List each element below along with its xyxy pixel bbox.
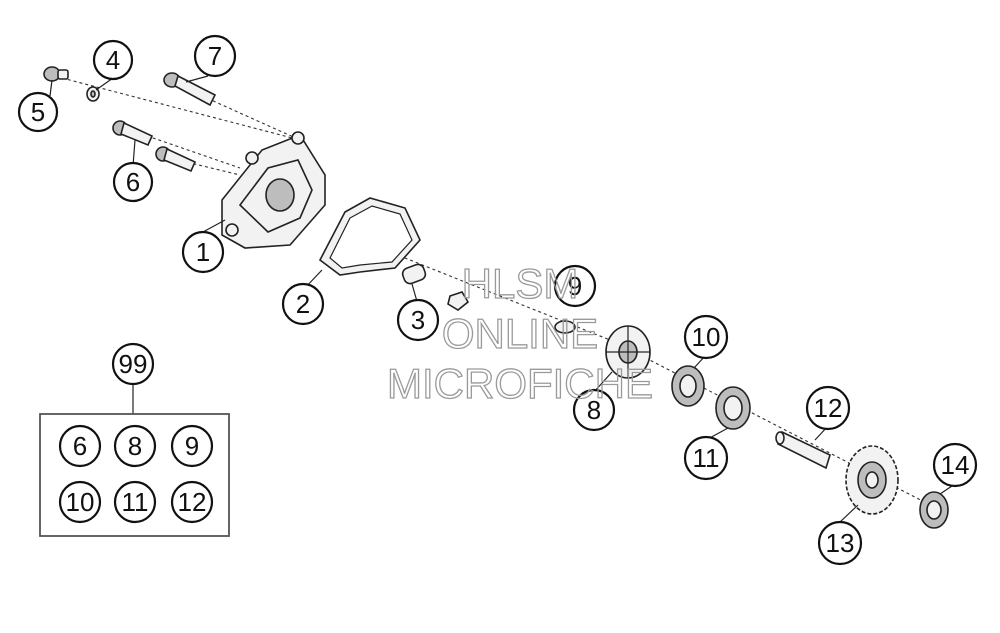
callout-2: 2 — [281, 282, 325, 326]
screw-5 — [43, 66, 69, 82]
watermark-line-2: ONLINE — [442, 310, 598, 357]
svg-text:10: 10 — [692, 322, 721, 352]
washer-9 — [554, 320, 576, 334]
kit-item-6: 6 — [58, 424, 102, 468]
svg-text:5: 5 — [31, 97, 45, 127]
svg-text:6: 6 — [73, 431, 87, 461]
impeller — [605, 325, 651, 379]
callout-14: 14 — [932, 442, 978, 488]
svg-text:99: 99 — [119, 349, 148, 379]
svg-text:4: 4 — [106, 45, 120, 75]
watermark-line-1: HLSM — [462, 260, 579, 307]
svg-text:12: 12 — [814, 393, 843, 423]
pump-cover — [221, 131, 326, 249]
svg-text:7: 7 — [208, 41, 222, 71]
svg-text:3: 3 — [411, 305, 425, 335]
svg-text:1: 1 — [196, 237, 210, 267]
svg-text:10: 10 — [66, 487, 95, 517]
kit-item-9: 9 — [170, 424, 214, 468]
gasket — [318, 197, 421, 276]
bolt-7 — [163, 72, 217, 107]
callout-6: 6 — [112, 161, 154, 203]
bearing-14 — [919, 491, 949, 529]
pump-shaft — [775, 430, 831, 470]
kit-item-8: 8 — [113, 424, 157, 468]
bolt-6a — [112, 120, 154, 147]
svg-text:11: 11 — [693, 443, 720, 473]
callout-8: 8 — [572, 388, 616, 432]
svg-text:13: 13 — [826, 528, 855, 558]
callout-13: 13 — [817, 520, 863, 566]
callout-10: 10 — [683, 314, 729, 360]
callout-12: 12 — [805, 385, 851, 431]
svg-text:12: 12 — [178, 487, 207, 517]
svg-text:9: 9 — [568, 271, 582, 301]
svg-text:11: 11 — [122, 487, 149, 517]
kit-item-12: 12 — [170, 480, 214, 524]
callout-5: 5 — [17, 91, 59, 133]
seal-10 — [671, 365, 705, 407]
bolt-6b — [155, 146, 197, 173]
washer-4 — [86, 86, 100, 102]
callout-3: 3 — [396, 298, 440, 342]
impeller-nut — [447, 291, 470, 311]
watermark: HLSM ONLINE MICROFICHE — [386, 259, 653, 407]
callout-7: 7 — [193, 34, 237, 78]
bearing-11 — [715, 386, 751, 430]
svg-text:8: 8 — [587, 395, 601, 425]
svg-text:14: 14 — [941, 450, 970, 480]
kit-item-10: 10 — [58, 480, 102, 524]
pump-gear — [845, 445, 899, 515]
svg-text:6: 6 — [126, 167, 140, 197]
kit-item-11: 11 — [113, 480, 157, 524]
callout-layer: 1 2 3 4 5 6 7 8 9 10 11 12 13 14 99 6 8 … — [17, 34, 978, 566]
dowel-pin — [401, 263, 427, 285]
callout-1: 1 — [181, 230, 225, 274]
callout-11: 11 — [683, 435, 729, 481]
callout-9: 9 — [553, 264, 597, 308]
svg-text:9: 9 — [185, 431, 199, 461]
svg-text:8: 8 — [128, 431, 142, 461]
watermark-line-3: MICROFICHE — [387, 360, 653, 407]
svg-text:2: 2 — [296, 289, 310, 319]
callout-4: 4 — [92, 39, 134, 81]
callout-99: 99 — [111, 342, 155, 386]
